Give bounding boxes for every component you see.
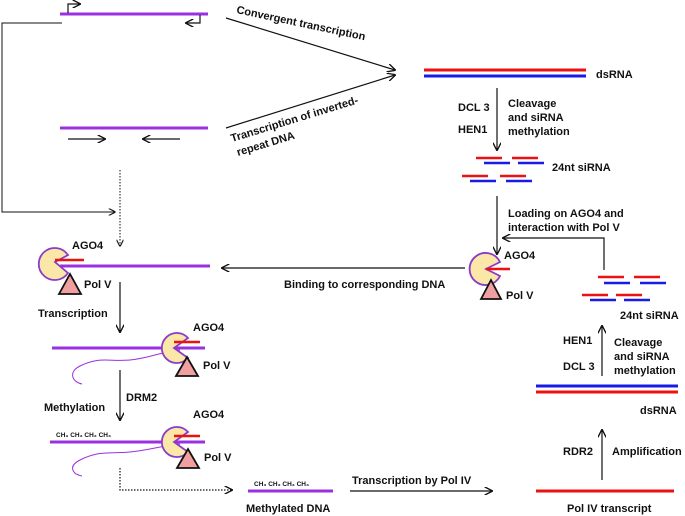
dsrna-bottom xyxy=(536,384,678,394)
sirna-24nt-top-label: 24nt siRNA xyxy=(552,162,611,174)
dsrna-bottom-label: dsRNA xyxy=(640,405,677,417)
cleavage-top-line2: and siRNA xyxy=(508,112,564,124)
inverted-repeat-locus xyxy=(60,126,208,139)
cleavage-bottom-line3: methylation xyxy=(614,365,676,377)
pol4-transcript-label: Pol IV transcript xyxy=(567,503,652,515)
polv-shape xyxy=(479,278,503,300)
sirna-24nt-bottom-label: 24nt siRNA xyxy=(620,310,679,322)
ago4-right-label: AGO4 xyxy=(504,250,536,262)
polv-shape xyxy=(57,272,83,295)
rdr2-label: RDR2 xyxy=(563,446,593,458)
promoter-arrow-forward xyxy=(67,4,80,13)
ago4-shape xyxy=(37,247,70,281)
ago4-polv-complex-right xyxy=(468,252,510,300)
loading-arrow-return xyxy=(503,238,605,270)
polv-shape xyxy=(175,447,201,469)
dcl3-bottom-label: DCL 3 xyxy=(563,361,595,373)
ch3-methylated-label: CH₃ CH₃ CH₃ CH₃ xyxy=(254,481,309,488)
cleavage-top-line1: Cleavage xyxy=(508,98,556,110)
ago4-left-2-label: AGO4 xyxy=(193,322,225,334)
hen1-top-label: HEN1 xyxy=(458,124,487,136)
loading-label-line2: interaction with Pol V xyxy=(508,222,621,234)
scaffold-transcript-3 xyxy=(72,443,181,477)
polv-left-1-label: Pol V xyxy=(84,279,112,291)
locus-connector-arrow xyxy=(1,22,115,212)
convergent-arrow xyxy=(225,17,395,70)
dsrna-top xyxy=(424,68,586,78)
inverted-repeat-arrow xyxy=(225,75,395,129)
ch3-row-label: CH₃ CH₃ CH₃ CH₃ xyxy=(56,432,111,439)
dsrna-top-label: dsRNA xyxy=(596,69,633,81)
ago4-polv-complex-left-3 xyxy=(161,426,201,469)
cleavage-bottom-line1: Cleavage xyxy=(614,337,662,349)
methylation-label: Methylation xyxy=(44,402,105,414)
ago4-shape xyxy=(468,252,502,286)
to-methylated-dna-arrow xyxy=(119,468,232,490)
binding-label: Binding to corresponding DNA xyxy=(284,279,445,291)
convergent-transcription-label: Convergent transcription xyxy=(235,4,366,43)
amplification-label: Amplification xyxy=(612,446,682,458)
polv-shape xyxy=(174,355,200,377)
drm2-label: DRM2 xyxy=(126,392,157,404)
transcription-label: Transcription xyxy=(38,308,108,320)
ago4-polv-complex-left-1 xyxy=(37,247,84,295)
pol4-transcription-label: Transcription by Pol IV xyxy=(352,475,472,487)
sirna-cluster-top xyxy=(462,156,544,183)
ago4-left-3-label: AGO4 xyxy=(193,409,225,421)
cleavage-top-line3: methylation xyxy=(508,126,570,138)
polv-left-2-label: Pol V xyxy=(203,360,231,372)
ago4-left-1-label: AGO4 xyxy=(72,240,104,252)
polv-right-label: Pol V xyxy=(506,290,534,302)
cleavage-bottom-line2: and siRNA xyxy=(614,351,670,363)
loading-label-line1: Loading on AGO4 and xyxy=(508,208,624,220)
polv-left-3-label: Pol V xyxy=(204,452,232,464)
scaffold-transcript-2 xyxy=(72,349,181,385)
sirna-cluster-bottom xyxy=(582,275,666,302)
promoter-arrow-reverse xyxy=(186,15,201,23)
convergent-dna-locus xyxy=(60,4,208,23)
ago4-polv-complex-left-2 xyxy=(161,332,200,377)
methylated-dna-label: Methylated DNA xyxy=(246,503,330,515)
hen1-bottom-label: HEN1 xyxy=(563,335,592,347)
dcl3-top-label: DCL 3 xyxy=(458,102,490,114)
